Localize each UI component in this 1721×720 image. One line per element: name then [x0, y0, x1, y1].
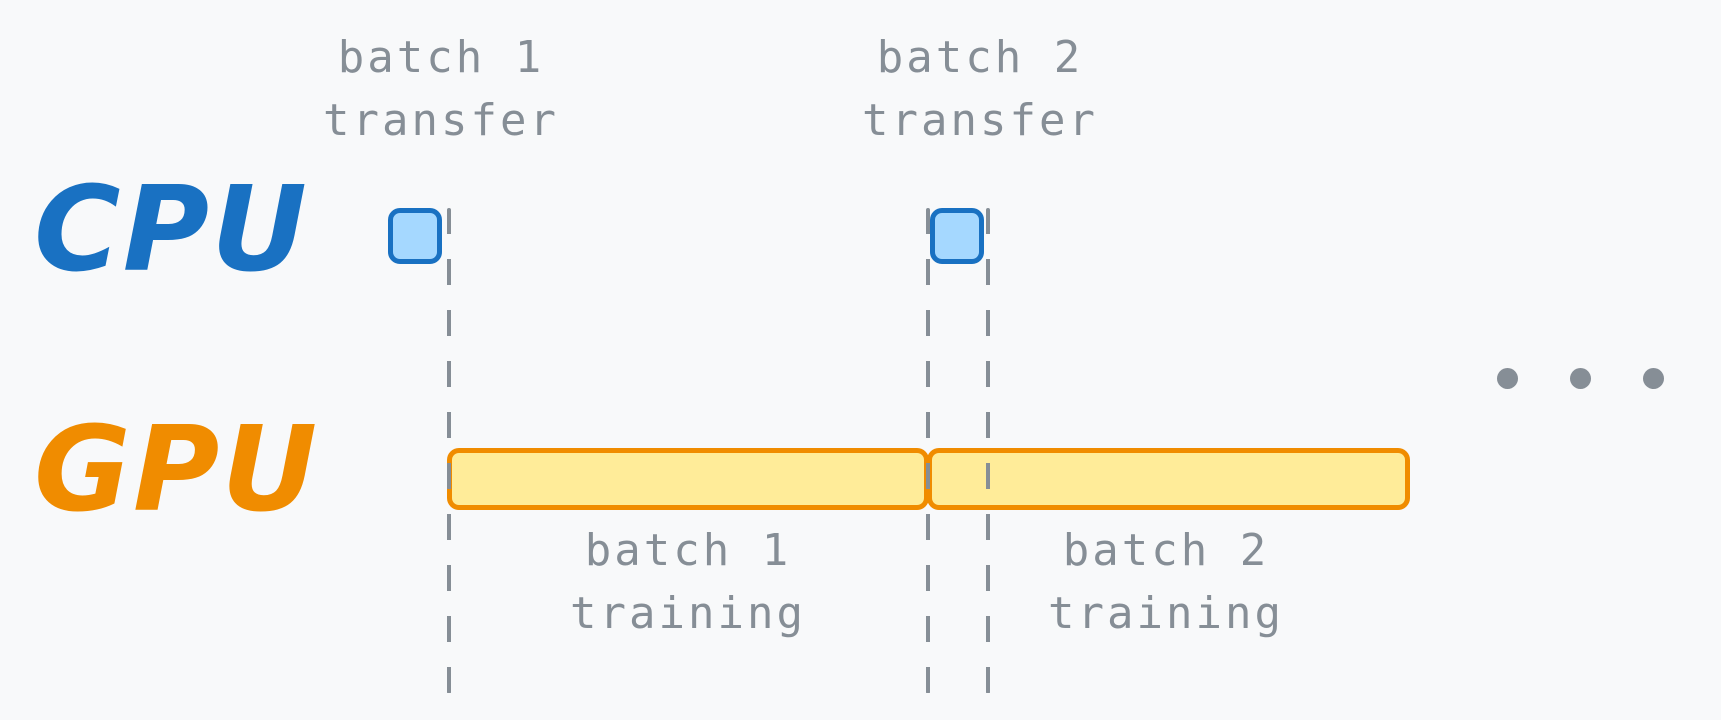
- dashed-line-2: [926, 208, 930, 694]
- caption-line: transfer: [862, 95, 1098, 146]
- batch-1-training-bar: [447, 448, 929, 510]
- batch-1-transfer-box: [388, 208, 442, 264]
- caption-line: batch 2: [876, 32, 1084, 83]
- ellipsis-dot: [1570, 368, 1591, 389]
- batch-2-transfer-caption: batch 2 transfer: [862, 26, 1098, 152]
- dashed-line-3: [986, 208, 990, 694]
- caption-line: batch 1: [584, 525, 792, 576]
- caption-line: training: [1048, 588, 1284, 639]
- caption-line: batch 2: [1062, 525, 1270, 576]
- gpu-row-label: GPU: [34, 400, 320, 538]
- caption-line: transfer: [323, 95, 559, 146]
- batch-1-training-caption: batch 1 training: [570, 519, 806, 645]
- dashed-line-1: [447, 208, 451, 694]
- cpu-row-label: CPU: [34, 160, 309, 298]
- ellipsis-dot: [1497, 368, 1518, 389]
- batch-1-transfer-caption: batch 1 transfer: [323, 26, 559, 152]
- caption-line: training: [570, 588, 806, 639]
- ellipsis-dot: [1643, 368, 1664, 389]
- caption-line: batch 1: [337, 32, 545, 83]
- batch-2-transfer-box: [930, 208, 984, 264]
- batch-2-training-bar: [927, 448, 1410, 510]
- batch-2-training-caption: batch 2 training: [1048, 519, 1284, 645]
